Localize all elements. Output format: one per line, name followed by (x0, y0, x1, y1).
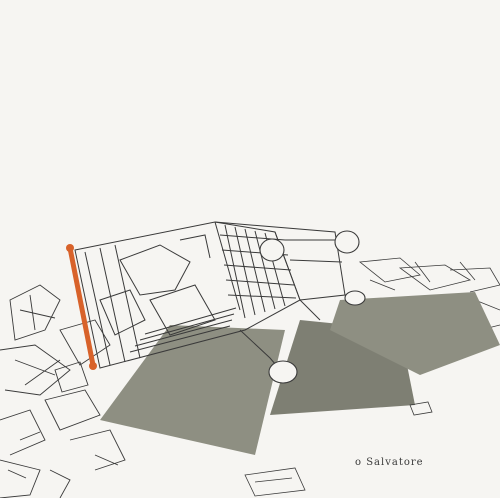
grey-sheet-3 (330, 292, 500, 375)
wheel-bottom-1 (268, 360, 298, 384)
wheel-top-1 (259, 238, 285, 262)
grey-sheet-1 (100, 325, 285, 455)
artist-signature: o Salvatore (355, 450, 424, 468)
wheel-top-2 (334, 230, 360, 254)
shopping-cart (74, 221, 346, 373)
wheel-bottom-2 (344, 290, 366, 306)
debris-left (0, 284, 126, 498)
grey-sheets (100, 292, 500, 455)
cart-handle (66, 244, 97, 370)
signature-text: o Salvatore (355, 457, 424, 468)
cart-wheels (259, 230, 366, 384)
debris-bottom (244, 401, 433, 497)
